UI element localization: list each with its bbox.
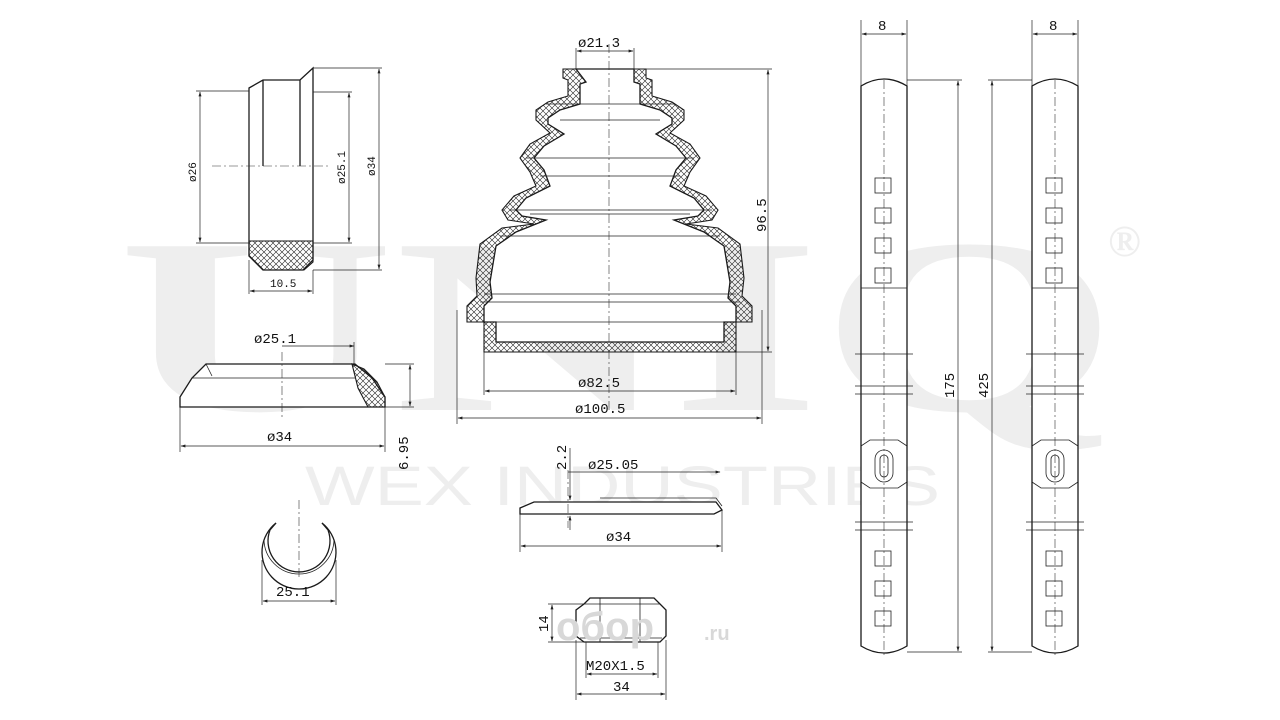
strap2-slot-7 — [1045, 610, 1063, 627]
strap1-slot-2 — [874, 207, 892, 224]
site-watermark: oбоp .ru — [556, 605, 730, 649]
dim-washer-outer: ø34 — [606, 530, 631, 546]
dim-boot-outer: ø100.5 — [575, 402, 625, 418]
strap1-slot-7 — [874, 610, 892, 627]
dim-washer-inner: ø25.05 — [588, 458, 638, 474]
dim-cone-top: ø25.1 — [254, 332, 296, 348]
strap-short: 8 175 — [855, 19, 962, 656]
dim-boot-inner: ø82.5 — [578, 376, 620, 392]
strap1-slot-1 — [874, 177, 892, 194]
ring-part: ø26 ø25.1 ø34 10.5 — [188, 66, 382, 294]
dim-washer-height: 2.2 — [555, 445, 571, 470]
dim-strap2-width: 8 — [1049, 19, 1057, 35]
dim-ring-outer: ø34 — [367, 156, 379, 176]
dim-nut-height: 14 — [537, 615, 553, 632]
dim-clip-width: 25.1 — [276, 585, 310, 601]
dim-cone-base: ø34 — [267, 430, 292, 446]
watermark-registered: ® — [1108, 217, 1141, 266]
dim-ring-inner: ø25.1 — [337, 151, 349, 184]
dim-boot-height: 96.5 — [755, 198, 771, 232]
cone-ring-part: ø25.1 ø34 6.95 — [179, 332, 414, 470]
strap1-slot-4 — [874, 267, 892, 284]
cv-boot-part: ø21.3 96.5 ø82.5 ø100.5 — [456, 36, 772, 424]
strap1-lock — [874, 449, 894, 483]
strap2-slot-2 — [1045, 207, 1063, 224]
dim-nut-width: 34 — [613, 680, 630, 696]
dim-strap1-width: 8 — [878, 19, 886, 35]
strap-long: 8 425 — [977, 19, 1084, 656]
dim-strap1-length: 175 — [943, 373, 959, 398]
strap1-slot-3 — [874, 237, 892, 254]
strap2-slot-5 — [1045, 550, 1063, 567]
strap2-slot-1 — [1045, 177, 1063, 194]
strap1-slot-5 — [874, 550, 892, 567]
dim-boot-top: ø21.3 — [578, 36, 620, 52]
dim-ring-h: ø26 — [188, 162, 200, 182]
site-watermark-tld: .ru — [704, 623, 730, 645]
strap2-lock — [1045, 449, 1065, 483]
strap2-slot-3 — [1045, 237, 1063, 254]
clip-part: 25.1 — [261, 500, 337, 605]
dim-strap2-length: 425 — [977, 373, 993, 398]
dim-ring-width: 10.5 — [270, 279, 296, 291]
strap1-slot-6 — [874, 580, 892, 597]
washer-part: ø25.05 2.2 ø34 — [519, 445, 723, 552]
strap2-slot-6 — [1045, 580, 1063, 597]
dim-cone-height: 6.95 — [397, 436, 413, 470]
strap2-slot-4 — [1045, 267, 1063, 284]
dim-nut-thread: M20X1.5 — [586, 659, 645, 675]
site-watermark-name: oбоp — [556, 605, 654, 649]
nut-part: 14 M20X1.5 34 — [537, 597, 667, 700]
